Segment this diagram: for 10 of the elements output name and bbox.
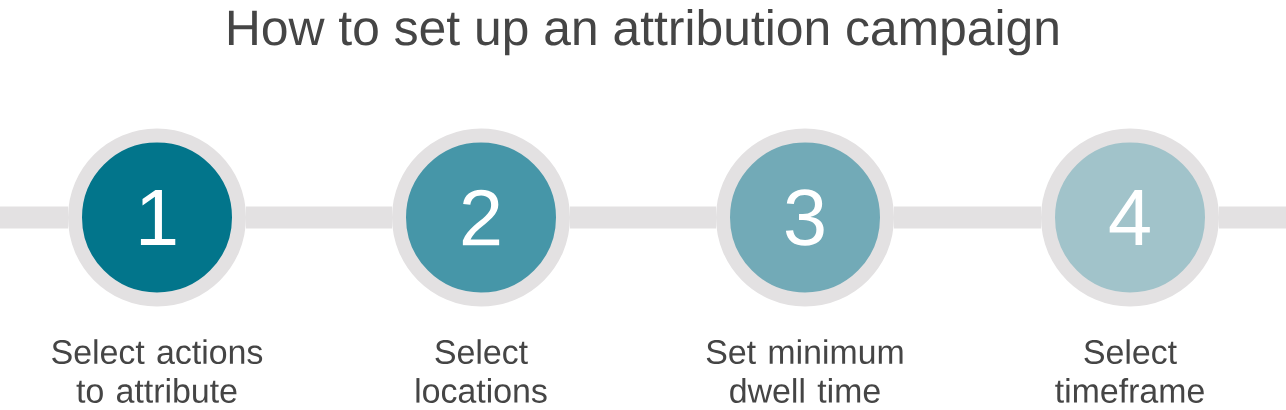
step-label: Select timeframe <box>1055 339 1204 403</box>
connector-line <box>1219 206 1286 229</box>
step-label: Select actions to attribute <box>52 339 263 403</box>
connector-line <box>570 206 716 229</box>
step-label: Select locations <box>416 339 547 403</box>
step-label: Set minimum dwell time <box>706 339 903 403</box>
title: How to set up an attribution campaign <box>228 8 1058 56</box>
connector-line <box>894 206 1041 229</box>
connector-line <box>246 206 392 229</box>
connector-line <box>0 206 68 229</box>
